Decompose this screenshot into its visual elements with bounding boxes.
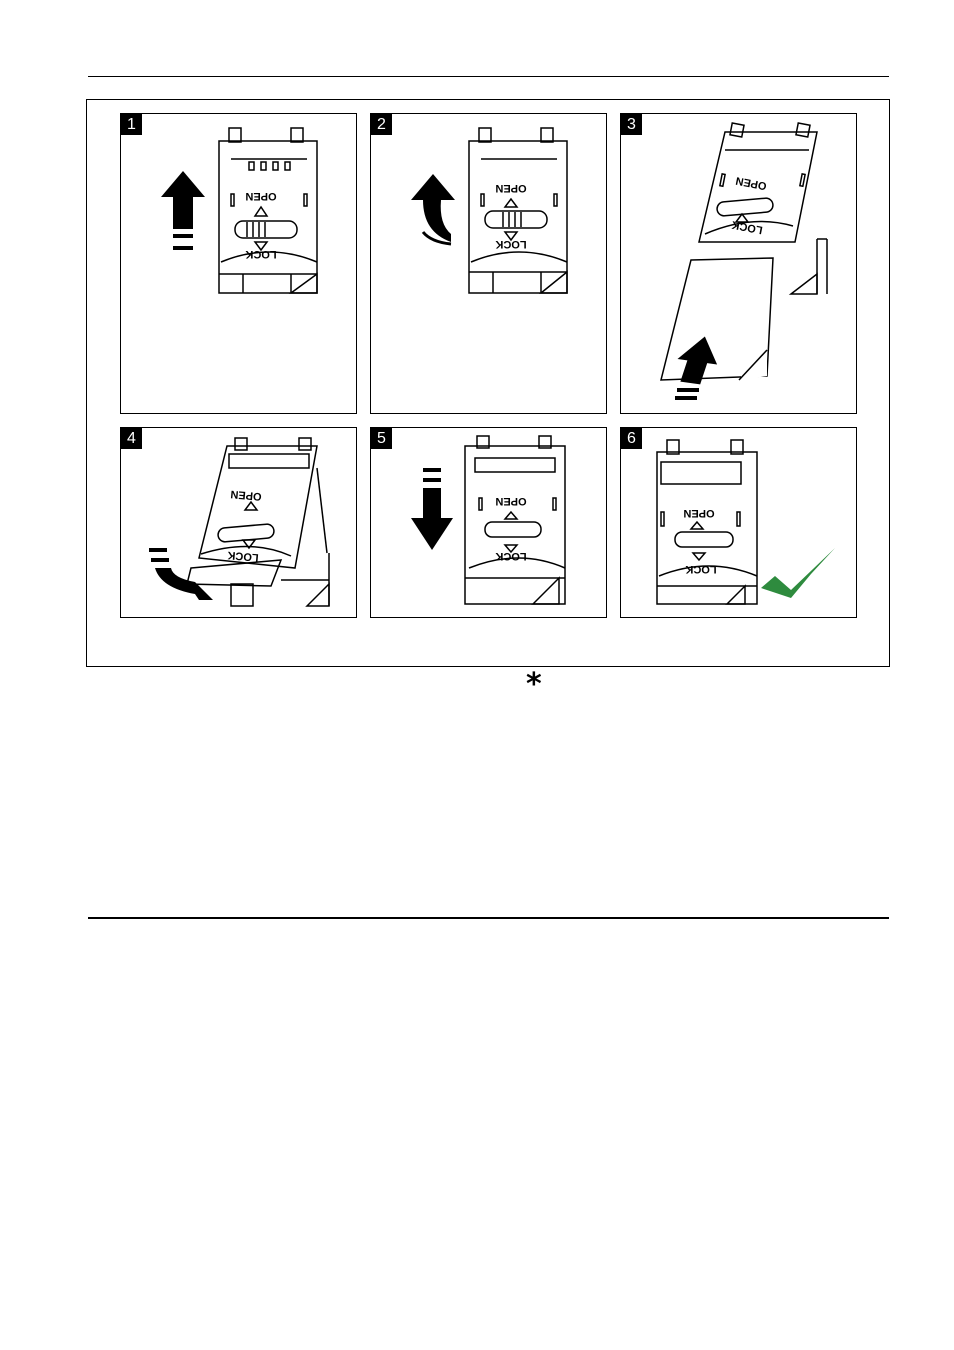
sim-holder-closed-illustration: OPEN LOCK [161, 127, 318, 294]
lock-label: LOCK [685, 563, 716, 575]
sim-holder-unlock-illustration: OPEN LOCK [411, 127, 568, 294]
section-rule [88, 917, 889, 919]
step-panel-5: 5 OPEN LOCK [370, 427, 607, 618]
slide-down-arrow-icon [411, 468, 453, 550]
sim-card-insert-illustration: OPEN LOCK [660, 122, 828, 400]
header-rule [88, 76, 889, 77]
step-number: 3 [621, 114, 642, 135]
lock-label: LOCK [245, 248, 276, 260]
open-label: OPEN [683, 507, 714, 519]
note-asterisk-icon: * [526, 667, 542, 702]
lock-label: LOCK [731, 218, 764, 236]
open-label: OPEN [495, 495, 526, 507]
step-panel-4: 4 OPEN [120, 427, 357, 618]
step-number: 6 [621, 428, 642, 449]
step-number: 5 [371, 428, 392, 449]
step-panel-6: 6 OPEN LOCK [620, 427, 857, 618]
open-label: OPEN [245, 190, 276, 202]
step-number: 4 [121, 428, 142, 449]
open-label: OPEN [230, 488, 262, 503]
checkmark-icon [761, 548, 835, 598]
lock-label: LOCK [227, 549, 259, 564]
sim-holder-locked-illustration: OPEN LOCK [656, 439, 835, 605]
insert-arrow-icon [675, 336, 718, 400]
open-label: OPEN [735, 174, 768, 192]
open-label: OPEN [495, 182, 526, 194]
sim-card-installation-figure: 1 [86, 99, 890, 667]
lock-label: LOCK [495, 238, 526, 250]
step-number: 2 [371, 114, 392, 135]
curved-unlock-arrow-icon [411, 174, 455, 246]
sim-holder-close-illustration: OPEN LOCK [149, 437, 330, 607]
sim-holder-lock-illustration: OPEN LOCK [411, 435, 566, 605]
press-down-arrow-icon [149, 548, 213, 600]
step-panel-2: 2 OPEN [370, 113, 607, 414]
step-panel-3: 3 [620, 113, 857, 414]
lock-label: LOCK [495, 550, 526, 562]
step-number: 1 [121, 114, 142, 135]
step-panel-1: 1 [120, 113, 357, 414]
slide-up-arrow-icon [161, 171, 205, 250]
